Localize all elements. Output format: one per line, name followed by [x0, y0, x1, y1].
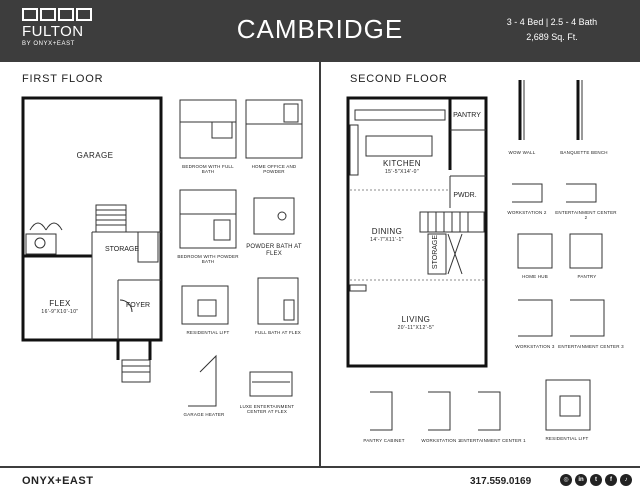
option-entertainment-center-2: ENTERTAINMENT CENTER 2 — [555, 210, 617, 220]
room-storage: STORAGE — [104, 246, 140, 253]
twitter-icon[interactable]: t — [590, 474, 602, 486]
fulton-logo: FULTON BY ONYX+EAST — [22, 8, 92, 47]
option-home-office: HOME OFFICE AND POWDER — [251, 164, 297, 174]
room-pantry: PANTRY — [453, 112, 481, 119]
room-foyer: FOYER — [125, 302, 151, 309]
facebook-icon[interactable]: f — [605, 474, 617, 486]
room-pwdr: PWDR. — [453, 192, 477, 199]
option-workstation-2: WORKSTATION 2 — [507, 210, 547, 215]
instagram-icon[interactable]: ◎ — [560, 474, 572, 486]
linkedin-icon[interactable]: in — [575, 474, 587, 486]
room-living-name: LIVING — [401, 315, 431, 324]
option-bedroom-powder: BEDROOM WITH POWDER BATH — [177, 254, 239, 264]
room-kitchen-name: KITCHEN — [383, 159, 421, 168]
option-residential-lift-2: RESIDENTIAL LIFT — [545, 436, 589, 441]
option-luxe-entertainment: LUXE ENTERTAINMENT CENTER AT FLEX — [239, 404, 295, 414]
room-flex-name: FLEX — [49, 299, 71, 308]
option-entertainment-center-3: ENTERTAINMENT CENTER 3 — [558, 344, 624, 349]
header-bar: FULTON BY ONYX+EAST CAMBRIDGE 3 - 4 Bed … — [0, 0, 640, 62]
option-workstation-3: WORKSTATION 3 — [515, 344, 555, 349]
option-wow-wall: WOW WALL — [508, 150, 536, 155]
center-divider — [319, 62, 321, 466]
room-kitchen: KITCHEN 15'-5"X14'-0" — [372, 160, 432, 176]
brand-byline: BY ONYX+EAST — [22, 41, 75, 47]
option-residential-lift: RESIDENTIAL LIFT — [186, 330, 230, 335]
floor-plan-drawing — [21, 80, 605, 431]
room-kitchen-dim: 15'-5"X14'-0" — [384, 169, 419, 175]
second-floor-title: SECOND FLOOR — [350, 73, 448, 85]
option-garage-heater: GARAGE HEATER — [183, 412, 225, 417]
room-flex: FLEX 16'-9"X10'-10" — [30, 300, 90, 316]
room-flex-dim: 16'-9"X10'-10" — [41, 309, 79, 315]
room-storage-2: STORAGE — [432, 234, 439, 270]
option-entertainment-center-1: ENTERTAINMENT CENTER 1 — [460, 438, 526, 443]
option-home-hub: HOME HUB — [522, 274, 548, 279]
option-pantry-cabinet: PANTRY CABINET — [363, 438, 405, 443]
footer-bar: ONYX+EAST 317.559.0169 ◎ in t f ♪ — [0, 466, 640, 494]
room-dining-dim: 14'-7"X11'-1" — [370, 237, 404, 243]
option-pantry: PANTRY — [577, 274, 597, 279]
social-links: ◎ in t f ♪ — [560, 474, 632, 486]
first-floor-title: FIRST FLOOR — [22, 73, 104, 85]
option-full-bath-flex: FULL BATH AT FLEX — [255, 330, 301, 335]
room-dining: DINING 14'-7"X11'-1" — [362, 228, 412, 244]
tiktok-icon[interactable]: ♪ — [620, 474, 632, 486]
plan-title: CAMBRIDGE — [236, 14, 404, 44]
phone-number[interactable]: 317.559.0169 — [470, 476, 532, 487]
option-workstation-1: WORKSTATION 1 — [421, 438, 461, 443]
option-powder-bath-flex: POWDER BATH AT FLEX — [246, 244, 302, 257]
brand-name: FULTON — [22, 23, 84, 40]
fulton-logo-mark-icon — [22, 8, 92, 21]
option-bedroom-full-bath: BEDROOM WITH FULL BATH — [182, 164, 234, 174]
room-dining-name: DINING — [371, 227, 403, 236]
plan-specs: 3 - 4 Bed | 2.5 - 4 Bath 2,689 Sq. Ft. — [482, 15, 622, 45]
sqft-spec: 2,689 Sq. Ft. — [526, 32, 578, 42]
room-garage: GARAGE — [76, 151, 114, 160]
room-living: LIVING 20'-11"X12'-5" — [384, 316, 448, 332]
option-banquette-bench: BANQUETTE BENCH — [560, 150, 608, 155]
bed-bath-spec: 3 - 4 Bed | 2.5 - 4 Bath — [506, 17, 598, 27]
footer-brand: ONYX+EAST — [22, 475, 94, 487]
room-living-dim: 20'-11"X12'-5" — [397, 325, 435, 331]
